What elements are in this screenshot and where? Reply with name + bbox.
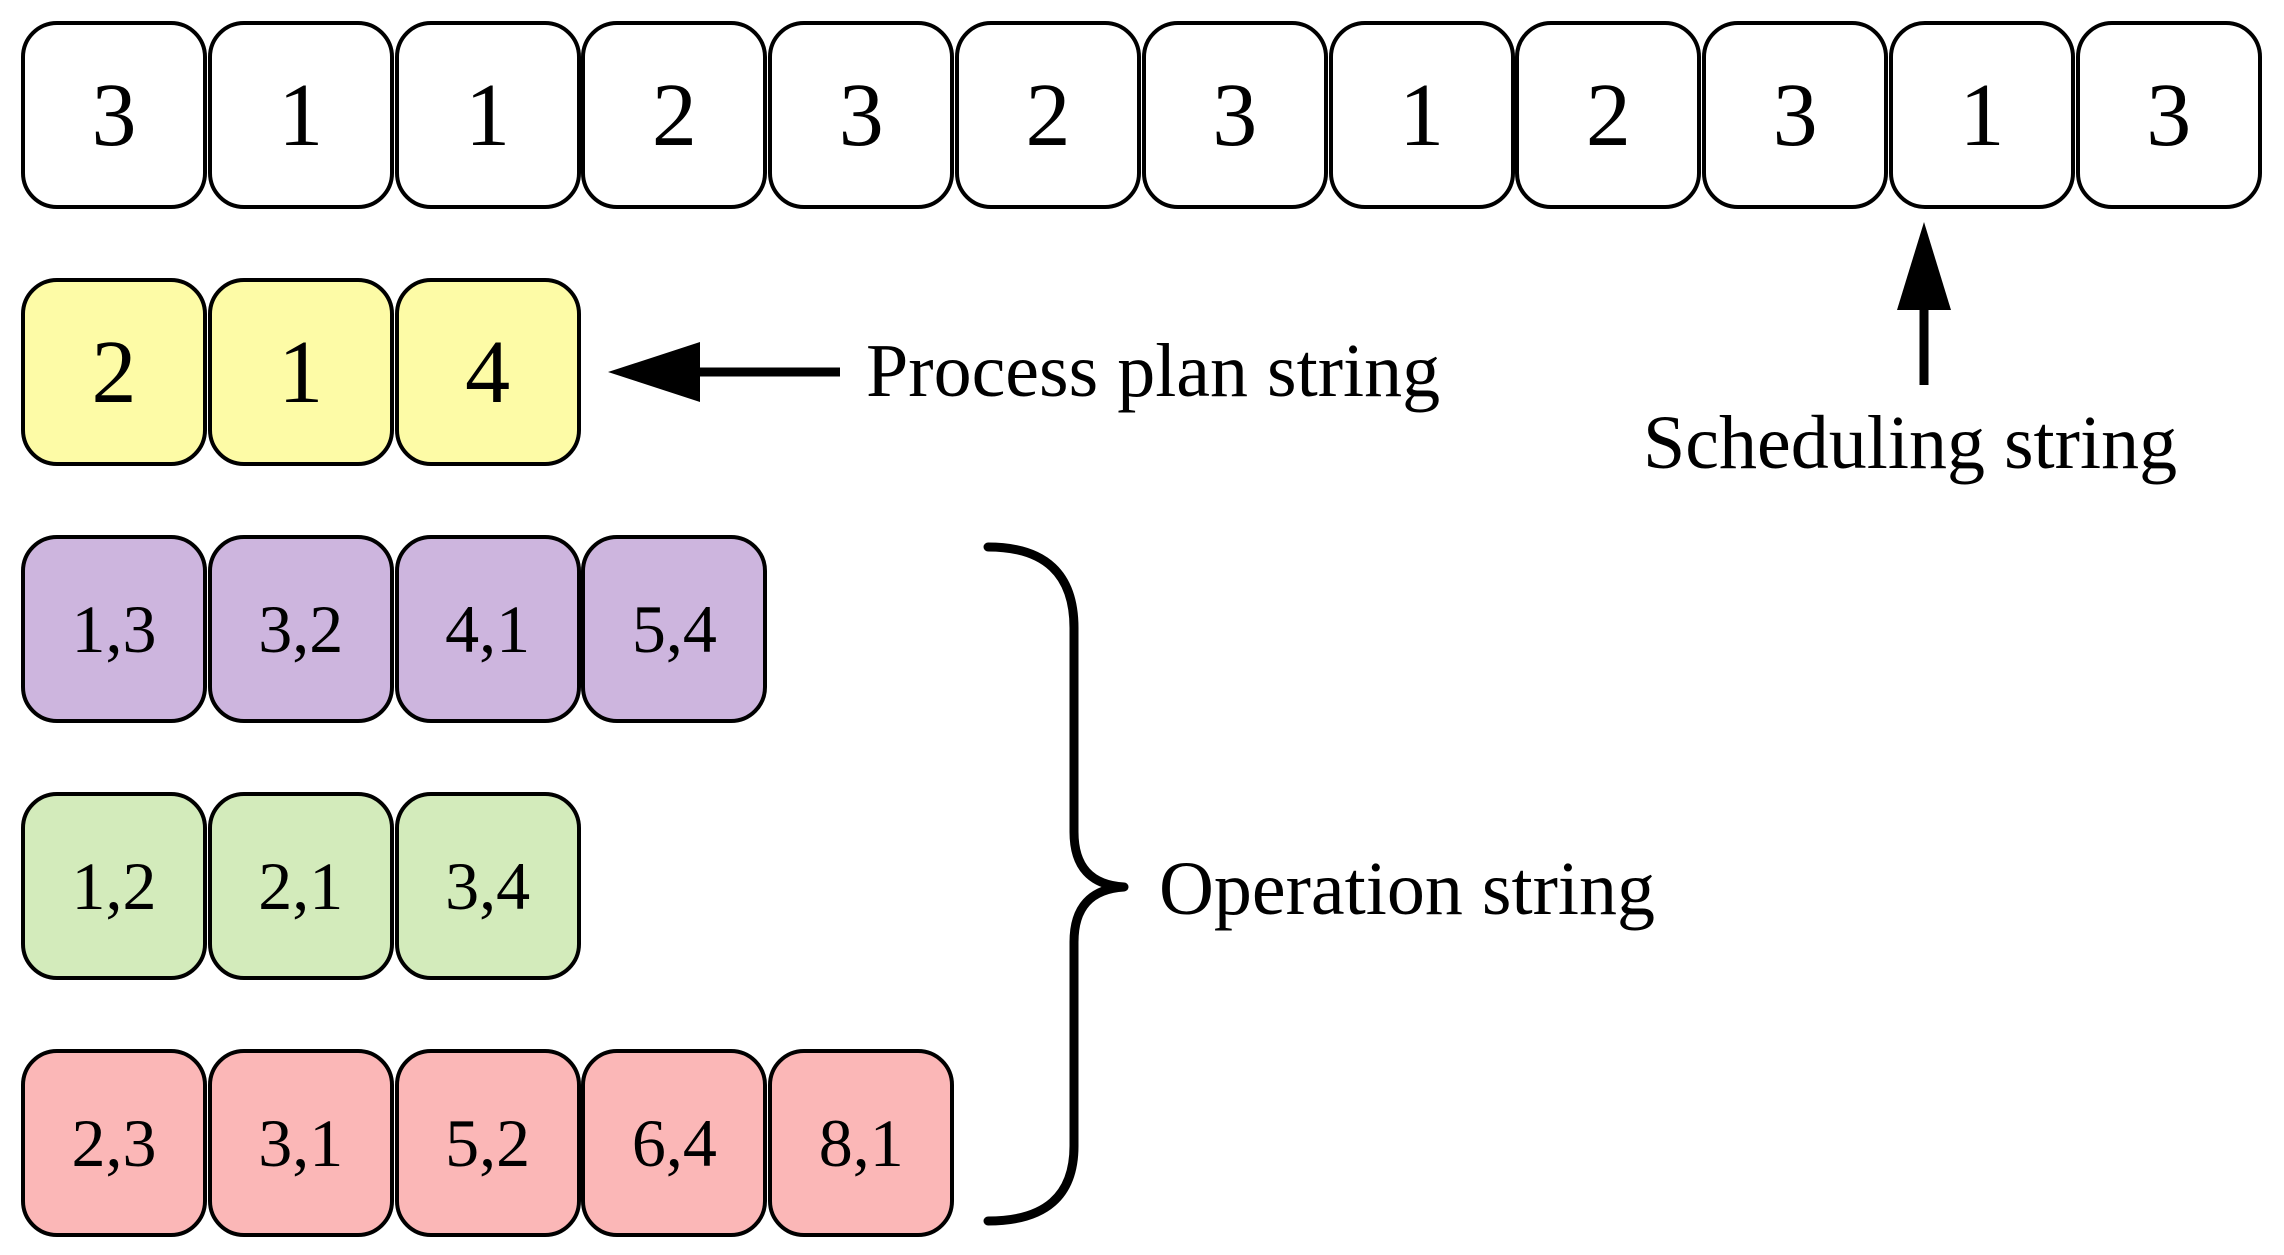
operation-cell: 1,2	[21, 792, 207, 980]
operation-cell-value: 5,2	[445, 1104, 531, 1181]
operation-string-row-2: 1,2 2,1 3,4	[21, 792, 581, 980]
scheduling-string-label: Scheduling string	[1643, 401, 2178, 485]
scheduling-cell: 3	[2075, 21, 2262, 209]
operation-cell: 5,4	[581, 535, 768, 723]
scheduling-cell: 3	[768, 21, 955, 209]
operation-cell: 8,1	[768, 1049, 955, 1237]
scheduling-cell-value: 1	[278, 65, 324, 165]
process-plan-string-label: Process plan string	[866, 329, 1441, 413]
scheduling-cell-value: 2	[1585, 65, 1631, 165]
operation-brace	[983, 542, 1129, 1226]
scheduling-cell: 2	[1515, 21, 1702, 209]
operation-cell: 5,2	[394, 1049, 581, 1237]
process-plan-cell: 2	[21, 278, 207, 466]
process-plan-cell-value: 4	[465, 322, 511, 422]
operation-cell: 6,4	[581, 1049, 768, 1237]
scheduling-arrowhead	[1897, 222, 1951, 310]
operation-cell-value: 3,2	[258, 590, 344, 667]
operation-string-row-3: 2,3 3,1 5,2 6,4 8,1	[21, 1049, 955, 1237]
scheduling-cell-value: 3	[838, 65, 884, 165]
operation-cell-value: 4,1	[445, 590, 531, 667]
operation-cell: 1,3	[21, 535, 207, 723]
operation-cell: 3,2	[207, 535, 394, 723]
scheduling-cell-value: 3	[91, 65, 137, 165]
scheduling-string-row: 3 1 1 2 3 2 3 1 2 3 1 3	[21, 21, 2263, 209]
scheduling-cell: 1	[1328, 21, 1515, 209]
operation-cell-value: 1,3	[71, 590, 157, 667]
process-plan-cell: 1	[207, 278, 394, 466]
operation-cell-value: 6,4	[631, 1104, 717, 1181]
scheduling-cell-value: 3	[1212, 65, 1258, 165]
operation-cell-value: 2,3	[71, 1104, 157, 1181]
process-plan-cell-value: 2	[91, 322, 137, 422]
operation-cell: 3,4	[394, 792, 581, 980]
process-plan-arrowhead	[608, 342, 700, 402]
scheduling-cell: 2	[581, 21, 768, 209]
operation-cell: 4,1	[394, 535, 581, 723]
scheduling-cell: 3	[1702, 21, 1889, 209]
scheduling-cell-value: 2	[1025, 65, 1071, 165]
scheduling-cell-value: 1	[1959, 65, 2005, 165]
scheduling-cell: 1	[394, 21, 581, 209]
scheduling-cell: 1	[207, 21, 394, 209]
operation-cell: 2,1	[207, 792, 394, 980]
process-plan-cell-value: 1	[278, 322, 324, 422]
scheduling-cell-value: 3	[1772, 65, 1818, 165]
scheduling-cell-value: 1	[1399, 65, 1445, 165]
scheduling-cell-value: 1	[465, 65, 511, 165]
operation-cell-value: 8,1	[818, 1104, 904, 1181]
operation-cell: 2,3	[21, 1049, 207, 1237]
scheduling-cell-value: 2	[651, 65, 697, 165]
operation-cell-value: 3,1	[258, 1104, 344, 1181]
scheduling-cell: 3	[21, 21, 207, 209]
operation-cell-value: 1,2	[71, 847, 157, 924]
process-plan-cell: 4	[394, 278, 581, 466]
operation-cell-value: 3,4	[445, 847, 531, 924]
operation-cell-value: 5,4	[631, 590, 717, 667]
scheduling-cell: 1	[1888, 21, 2075, 209]
operation-cell-value: 2,1	[258, 847, 344, 924]
scheduling-cell: 2	[954, 21, 1141, 209]
scheduling-cell: 3	[1141, 21, 1328, 209]
operation-cell: 3,1	[207, 1049, 394, 1237]
operation-string-row-1: 1,3 3,2 4,1 5,4	[21, 535, 768, 723]
operation-string-label: Operation string	[1159, 847, 1656, 931]
scheduling-cell-value: 3	[2146, 65, 2192, 165]
process-plan-string-row: 2 1 4	[21, 278, 581, 466]
